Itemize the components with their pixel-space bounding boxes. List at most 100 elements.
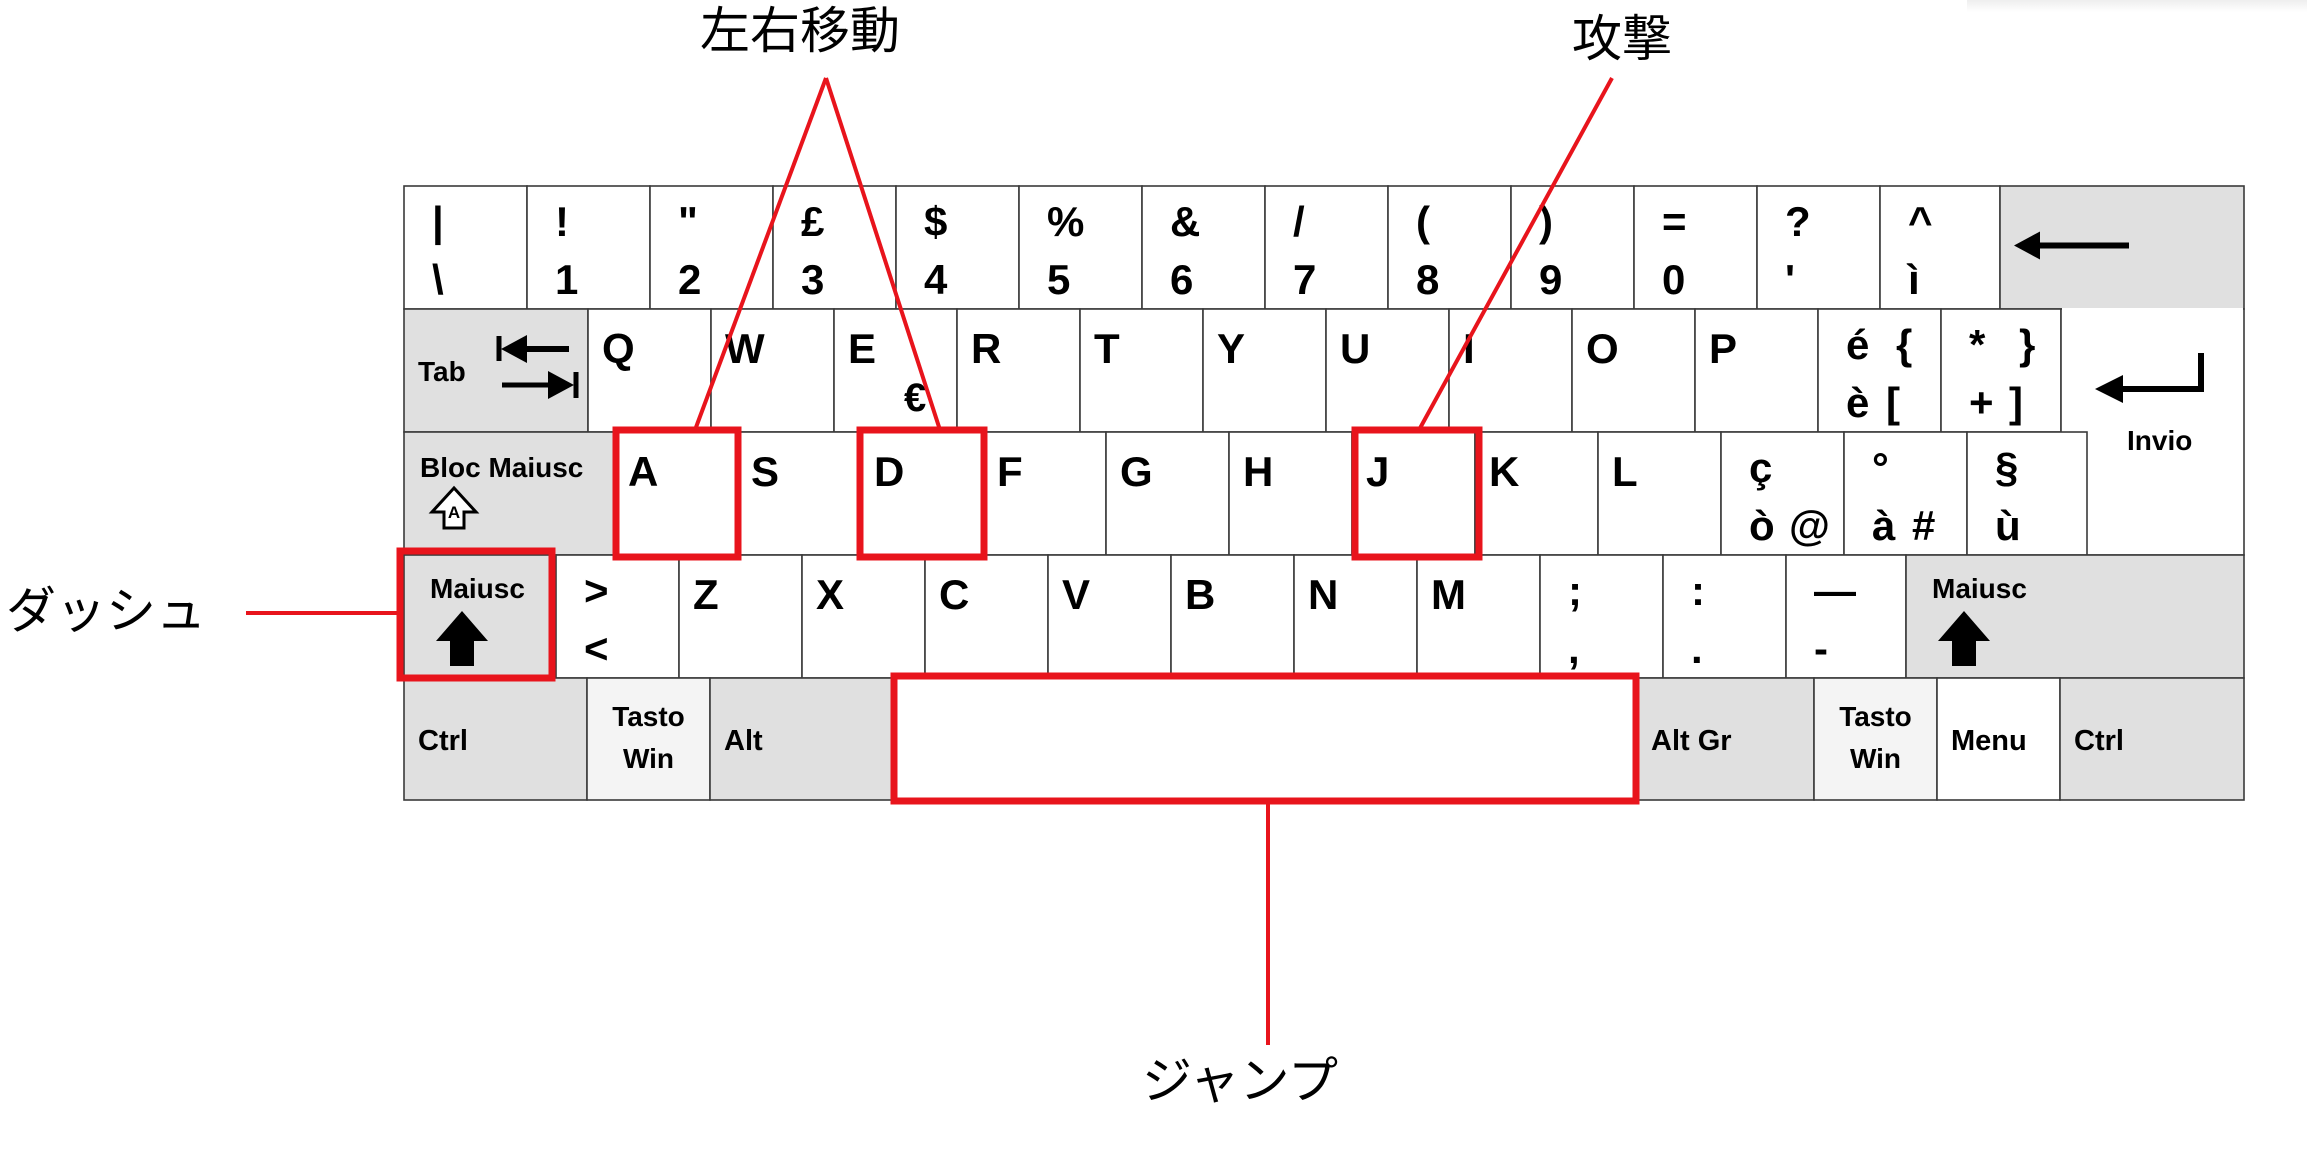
key-cap [2059, 677, 2245, 801]
key-:-.: :. [1662, 554, 1787, 679]
key-label: Q [602, 325, 635, 372]
key-top-label: " [678, 198, 698, 245]
key-cap [956, 308, 1081, 433]
key-?-': ?' [1756, 185, 1881, 310]
key-label: H [1243, 448, 1273, 495]
key-top-label: ° [1872, 444, 1889, 491]
key-bottom-label: ò [1749, 502, 1775, 549]
key-c: C [924, 554, 1049, 679]
key-label: Invio [2127, 425, 2192, 456]
key-cap [1141, 185, 1266, 310]
highlight-d-key [856, 426, 988, 561]
key-f: F [982, 431, 1107, 556]
key-cap [772, 185, 897, 310]
key-bottom-label: 5 [1047, 256, 1070, 303]
caps-arrow [428, 485, 480, 530]
key-maiusc: Maiusc [1905, 554, 2245, 679]
key-label: F [997, 448, 1023, 495]
key-bottom-label: ] [2009, 379, 2023, 426]
key-label: Maiusc [1932, 573, 2027, 604]
key-cap [1633, 185, 1758, 310]
key-label: T [1094, 325, 1120, 372]
key-cap [982, 431, 1107, 556]
key-label: Ctrl [418, 725, 468, 757]
key-k: K [1474, 431, 1599, 556]
key-bottom-label: , [1568, 625, 1580, 672]
key-label: U [1340, 325, 1370, 372]
key-x: X [801, 554, 926, 679]
highlight-j-key [1351, 426, 1483, 561]
key-label: O [1586, 325, 1619, 372]
key-label: Y [1217, 325, 1245, 372]
key-bottom-label: [ [1886, 379, 1900, 426]
key-cap [1018, 185, 1143, 310]
key-l: L [1597, 431, 1722, 556]
key-label: G [1120, 448, 1153, 495]
shift-arrow-icon [436, 611, 488, 666]
key-label: P [1709, 325, 1737, 372]
key-b: B [1170, 554, 1295, 679]
key-o: O [1571, 308, 1696, 433]
key-cap [1047, 554, 1172, 679]
key-cap [1817, 308, 1942, 433]
key-z: Z [678, 554, 803, 679]
key-!-1: !1 [526, 185, 651, 310]
key-label: Tab [418, 356, 466, 387]
key-cap [1720, 431, 1845, 556]
key-ctrl: Ctrl [2059, 677, 2245, 801]
key-top-label: ( [1416, 198, 1430, 245]
key-&-6: &6 [1141, 185, 1266, 310]
key-$-4: $4 [895, 185, 1020, 310]
key-j: J [1351, 431, 1476, 556]
key-top-label: ! [555, 198, 569, 245]
highlight-a-key [612, 426, 742, 561]
key-u: U [1325, 308, 1450, 433]
key-label: V [1062, 571, 1090, 618]
key-top-label: = [1662, 198, 1687, 245]
key-alt-gr: Alt Gr [1636, 677, 1815, 801]
key-label: Bloc Maiusc [420, 452, 583, 483]
callout-line-attack [1417, 77, 1614, 431]
key-cap [1756, 185, 1881, 310]
key-"-2: "2 [649, 185, 774, 310]
key-(-8: (8 [1387, 185, 1512, 310]
key-top-label: é [1846, 321, 1869, 368]
key-bottom-label: < [584, 625, 609, 672]
key-ctrl: Ctrl [403, 677, 588, 801]
key-£-3: £3 [772, 185, 897, 310]
key-label: Win [1850, 743, 1901, 774]
key-r: R [956, 308, 1081, 433]
key-)-9: )9 [1510, 185, 1635, 310]
key-label: Tasto [1839, 701, 1912, 732]
key-label: I [1463, 325, 1475, 372]
key-a: A [613, 431, 738, 556]
key-label: M [1431, 571, 1466, 618]
key-bottom-label: ù [1995, 502, 2021, 549]
annotation-attack-label: 攻撃 [1572, 10, 1672, 68]
key-top-label: ç [1749, 444, 1772, 491]
key-g: G [1105, 431, 1230, 556]
key-alt-label: € [904, 376, 926, 420]
key->-<: >< [555, 554, 680, 679]
key-cap [709, 677, 896, 801]
key-label: L [1612, 448, 1638, 495]
key-bottom-label: 2 [678, 256, 701, 303]
key-cap [555, 554, 680, 679]
key-row-1: |\!1"2£3$4%5&6/7(8)9=0?'^ì [403, 185, 2245, 310]
shift-arrow [1938, 611, 1990, 666]
key-bottom-label: # [1912, 502, 1935, 549]
key-w: W [710, 308, 835, 433]
key-bottom-label: 9 [1539, 256, 1562, 303]
key-|-\: |\ [403, 185, 528, 310]
key-cap [1597, 431, 1722, 556]
key-°-à: ° à # [1843, 431, 1968, 556]
key-label: E [848, 325, 876, 372]
key-=-0: =0 [1633, 185, 1758, 310]
annotation-jump-label: ジャンプ [1142, 1052, 1338, 1110]
key-bottom-label: è [1846, 379, 1869, 426]
key-bottom-label: à [1872, 502, 1896, 549]
